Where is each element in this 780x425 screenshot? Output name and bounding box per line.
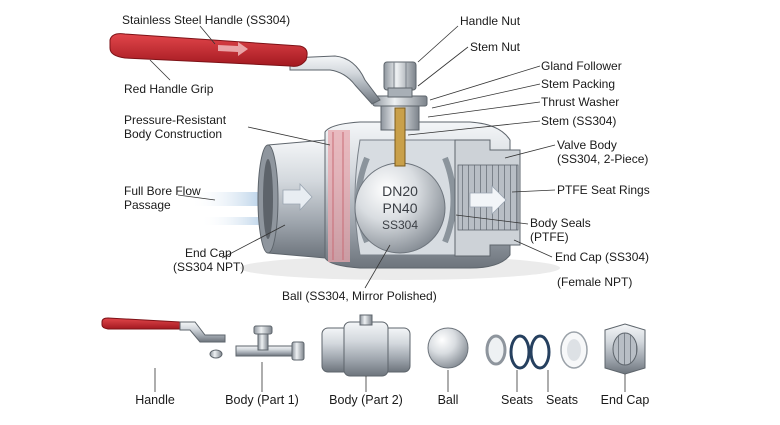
part-label-handle: Handle xyxy=(135,393,175,407)
label-body-seals-2: (PTFE) xyxy=(530,230,569,244)
label-pressure-body-1: Pressure-Resistant xyxy=(124,113,227,127)
label-full-bore-2: Passage xyxy=(124,198,171,212)
part-label-seats-1: Seats xyxy=(501,393,533,407)
part-label-seats-2: Seats xyxy=(546,393,578,407)
exploded-leader-lines xyxy=(154,362,626,392)
seat-spring-icon xyxy=(509,334,551,370)
part-label-end-cap: End Cap xyxy=(600,393,650,407)
stem-body-part-icon xyxy=(235,325,305,361)
ball-marking-size: DN20 xyxy=(382,183,418,199)
right-end-cap xyxy=(454,139,521,257)
label-valve-body-2: (SS304, 2-Piece) xyxy=(557,152,649,166)
red-handle-grip xyxy=(109,33,308,67)
label-end-cap-right: End Cap (SS304) xyxy=(555,250,650,264)
stem-assembly xyxy=(372,61,428,167)
end-cap-part-icon xyxy=(604,323,646,375)
ball-marking-material: SS304 xyxy=(382,218,418,232)
label-full-bore-1: Full Bore Flow xyxy=(124,184,201,198)
label-pressure-body-2: Body Construction xyxy=(124,127,223,141)
part-label-ball: Ball xyxy=(437,393,459,407)
exploded-parts xyxy=(101,314,646,377)
label-body-seals-1: Body Seals xyxy=(530,216,591,230)
label-stem-packing: Stem Packing xyxy=(541,77,616,91)
label-gland-follower: Gland Follower xyxy=(541,59,622,73)
label-ptfe-seats: PTFE Seat Rings xyxy=(557,183,650,197)
stainless-handle xyxy=(109,33,381,105)
handle-part-icon xyxy=(101,317,226,359)
label-ball: Ball (SS304, Mirror Polished) xyxy=(282,289,437,303)
label-red-grip: Red Handle Grip xyxy=(124,82,214,96)
body-part-icon xyxy=(321,314,411,377)
seat-white-icon xyxy=(560,331,588,369)
part-label-body-1: Body (Part 1) xyxy=(225,393,299,407)
body-seal-band xyxy=(328,130,350,262)
ball-part-icon xyxy=(427,327,469,369)
label-end-cap-left-1: End Cap xyxy=(185,246,232,260)
label-female-npt: (Female NPT) xyxy=(557,275,633,289)
leader-lines xyxy=(149,25,556,289)
part-label-body-2: Body (Part 2) xyxy=(329,393,403,407)
left-end-cap xyxy=(257,139,326,259)
ball-marking-pressure: PN40 xyxy=(382,200,417,216)
handle-nut xyxy=(383,61,417,91)
label-valve-body-1: Valve Body xyxy=(557,138,617,152)
seat-ring-icon xyxy=(485,334,507,366)
label-stainless-handle: Stainless Steel Handle (SS304) xyxy=(122,13,291,27)
label-stem-nut: Stem Nut xyxy=(470,40,521,54)
label-stem: Stem (SS304) xyxy=(541,114,617,128)
label-thrust-washer: Thrust Washer xyxy=(541,95,620,109)
label-handle-nut: Handle Nut xyxy=(460,14,521,28)
label-end-cap-left-2: (SS304 NPT) xyxy=(173,260,245,274)
